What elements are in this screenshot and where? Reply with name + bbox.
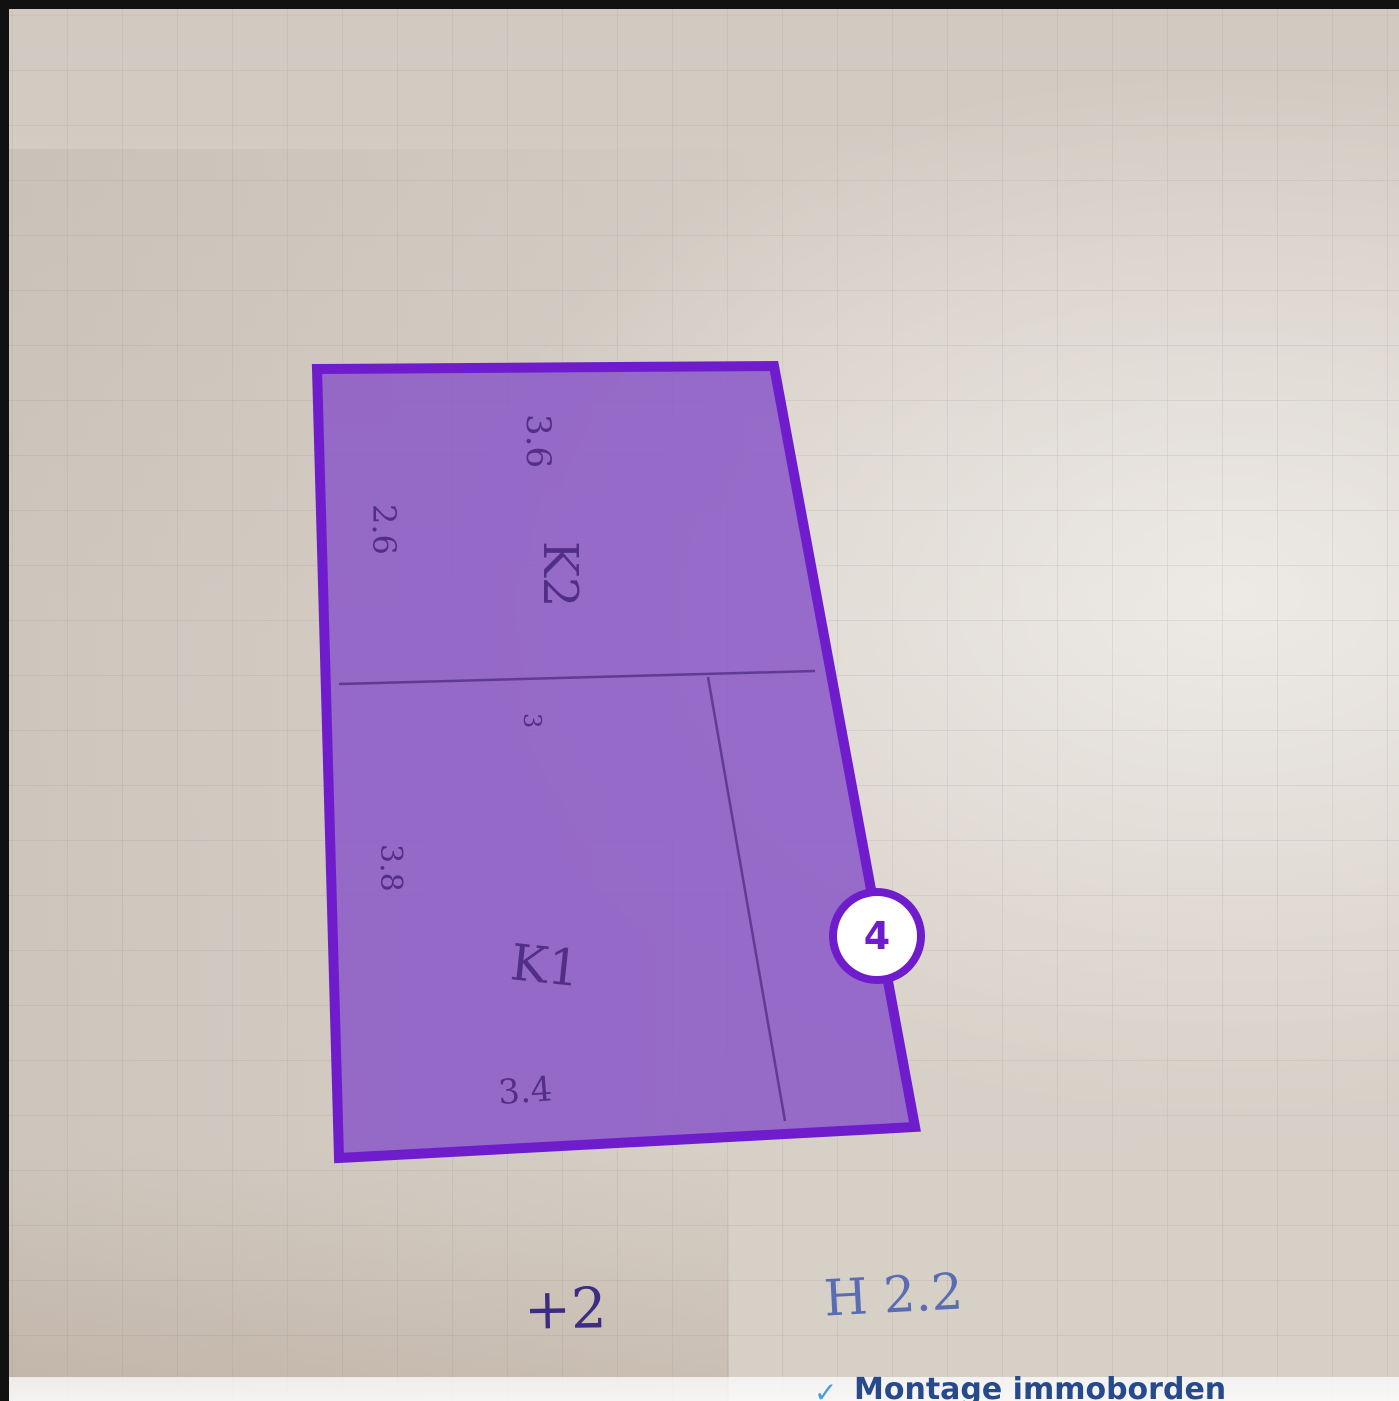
middle-mark: 3: [518, 713, 546, 728]
measurement-bottom: 3.4: [497, 1069, 554, 1113]
selected-area-polygon[interactable]: [311, 360, 921, 1164]
room-label-bottom: K1: [508, 933, 583, 998]
printed-footer-text: Montage immoborden: [854, 1372, 1227, 1401]
check-icon: ✓: [814, 1376, 838, 1401]
room-label-top: K2: [532, 541, 588, 607]
measurement-top-left: 3.6: [518, 414, 558, 468]
handwritten-note-left: +2: [523, 1276, 608, 1343]
room-corner-line: [706, 676, 787, 1122]
measurement-left-mid: 2.6: [365, 504, 403, 555]
room-divider-line: [338, 669, 816, 686]
printed-footer-strip: [9, 1377, 1399, 1401]
area-number-label: 4: [863, 914, 891, 958]
area-number-badge[interactable]: 4: [829, 888, 925, 984]
floorplan-overlay: 3.6 2.6 K2 3 3.8 K1 3.4: [311, 360, 921, 1164]
measurement-left-bottom: 3.8: [373, 844, 408, 892]
handwritten-note-right: H 2.2: [822, 1262, 965, 1328]
